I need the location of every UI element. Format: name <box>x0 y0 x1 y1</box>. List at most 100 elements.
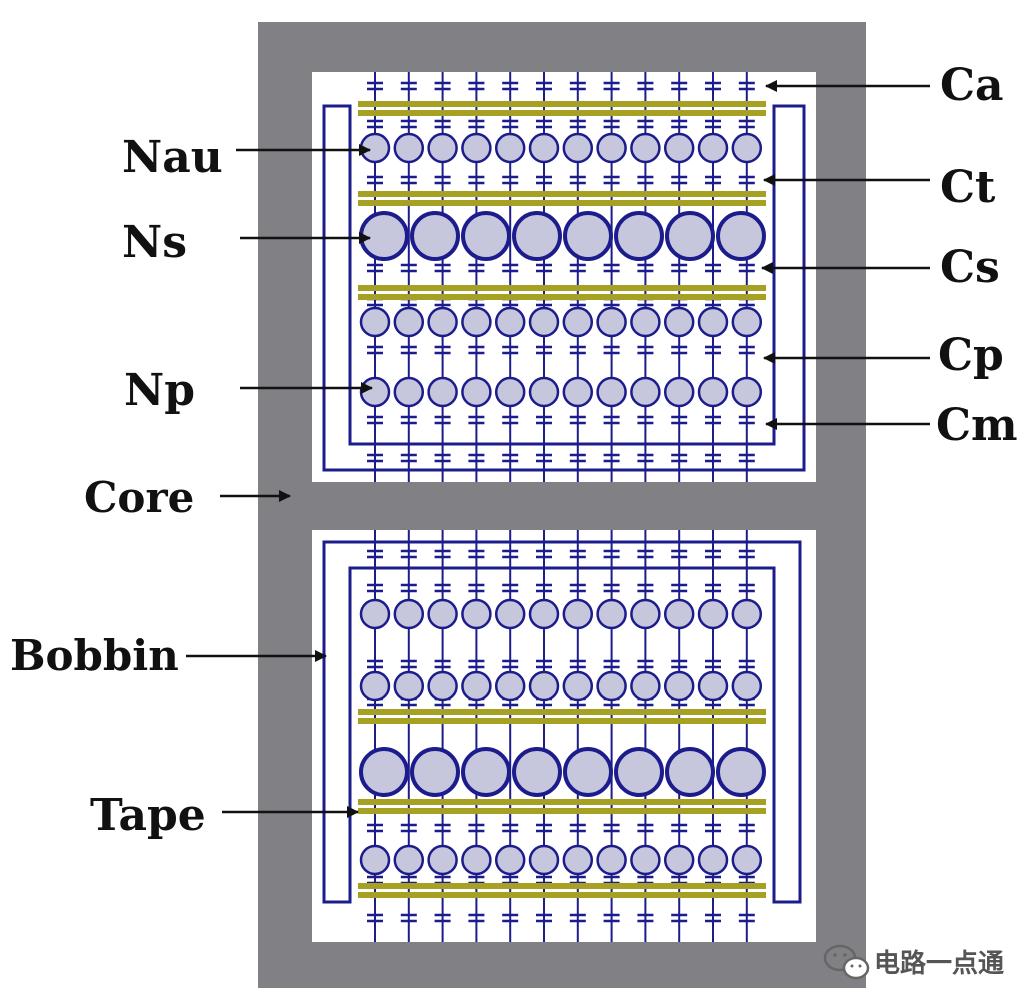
conductor-turn <box>393 132 425 164</box>
conductor-turn <box>562 844 594 876</box>
conductor-turn-large <box>665 211 715 261</box>
conductor-turn <box>562 306 594 338</box>
bobbin-top <box>322 104 806 472</box>
conductor-turn <box>562 132 594 164</box>
conductor-turn <box>427 132 458 164</box>
winding-window-bottom <box>312 530 816 942</box>
conductor-turn <box>393 376 425 408</box>
conductor-turn <box>461 376 492 408</box>
conductor-turn-large <box>563 747 613 797</box>
conductor-turn <box>663 376 695 408</box>
tape-layer <box>358 883 766 889</box>
conductor-turn <box>461 844 492 876</box>
conductor-turn <box>359 598 391 630</box>
label-cp: Cp <box>938 330 1004 381</box>
label-np: Np <box>124 365 195 416</box>
conductor-turn <box>731 670 763 702</box>
conductor-turn <box>528 670 560 702</box>
tape-layer <box>358 285 766 291</box>
bobbin-bottom <box>322 540 802 904</box>
conductor-turn <box>528 376 560 408</box>
conductor-turn <box>494 598 526 630</box>
conductor-turn <box>461 306 492 338</box>
conductor-turn <box>528 132 560 164</box>
conductor-turn <box>596 132 627 164</box>
conductor-turn <box>731 598 763 630</box>
label-ns: Ns <box>122 217 187 268</box>
conductor-turn <box>393 598 425 630</box>
conductor-turn-large <box>716 747 766 797</box>
conductor-turn <box>663 844 695 876</box>
label-nau: Nau <box>122 132 223 183</box>
label-core: Core <box>84 473 194 522</box>
conductor-turn <box>562 376 594 408</box>
conductor-turn <box>494 376 526 408</box>
tape-layer <box>358 799 766 805</box>
conductor-turn <box>663 132 695 164</box>
tape-layers <box>358 101 766 898</box>
label-cs: Cs <box>940 242 1000 293</box>
tape-layer <box>358 294 766 300</box>
conductor-turn-large <box>410 211 460 261</box>
conductor-turn <box>427 598 458 630</box>
wechat-icon <box>823 944 870 980</box>
label-ct: Ct <box>940 162 996 213</box>
conductor-turn <box>697 844 729 876</box>
conductor-turn-large <box>614 747 664 797</box>
conductor-turn <box>630 132 661 164</box>
tape-layer <box>358 718 766 724</box>
conductor-turn <box>562 598 594 630</box>
conductor-turn <box>630 844 661 876</box>
conductor-turn-large <box>359 747 409 797</box>
conductor-turn <box>528 844 560 876</box>
conductor-turn <box>427 670 458 702</box>
tape-layer <box>358 709 766 715</box>
conductor-turn <box>393 670 425 702</box>
tape-layer <box>358 808 766 814</box>
conductor-turn-large <box>461 747 511 797</box>
conductor-turn <box>562 670 594 702</box>
conductor-turn <box>731 844 763 876</box>
conductor-turn <box>663 598 695 630</box>
conductor-turn <box>461 598 492 630</box>
conductor-turn <box>461 132 492 164</box>
conductor-turn-large <box>563 211 613 261</box>
conductor-turn <box>359 844 391 876</box>
conductor-turn <box>697 598 729 630</box>
conductor-turn-large <box>410 747 460 797</box>
conductor-turn <box>596 306 627 338</box>
conductor-turn-large <box>359 211 409 261</box>
conductor-turn <box>427 306 458 338</box>
conductor-turn <box>731 132 763 164</box>
conductor-turn <box>596 844 627 876</box>
conductor-turn <box>630 670 661 702</box>
conductor-turn-large <box>665 747 715 797</box>
label-tape: Tape <box>90 790 206 841</box>
watermark-text: 电路一点通 <box>874 948 1004 979</box>
conductor-turn <box>427 376 458 408</box>
conductor-turn-large <box>512 747 562 797</box>
conductor-turn <box>663 306 695 338</box>
conductor-turn-large <box>461 211 511 261</box>
watermark: 电路一点通 <box>823 944 1004 980</box>
conductor-turn <box>494 844 526 876</box>
tape-layer <box>358 101 766 107</box>
conductor-turn <box>393 844 425 876</box>
conductor-turn <box>427 844 458 876</box>
conductor-turn <box>528 306 560 338</box>
tape-layer <box>358 892 766 898</box>
conductor-turn <box>461 670 492 702</box>
conductor-turn <box>528 598 560 630</box>
conductor-turn <box>494 132 526 164</box>
conductor-turn <box>697 376 729 408</box>
conductor-turn <box>630 376 661 408</box>
label-cm: Cm <box>936 400 1018 451</box>
conductor-turn <box>630 306 661 338</box>
conductor-turn <box>697 670 729 702</box>
annotation-arrows <box>186 80 930 818</box>
conductor-turn <box>697 132 729 164</box>
tape-layer <box>358 200 766 206</box>
conductor-turn <box>630 598 661 630</box>
conductor-turn-large <box>512 211 562 261</box>
